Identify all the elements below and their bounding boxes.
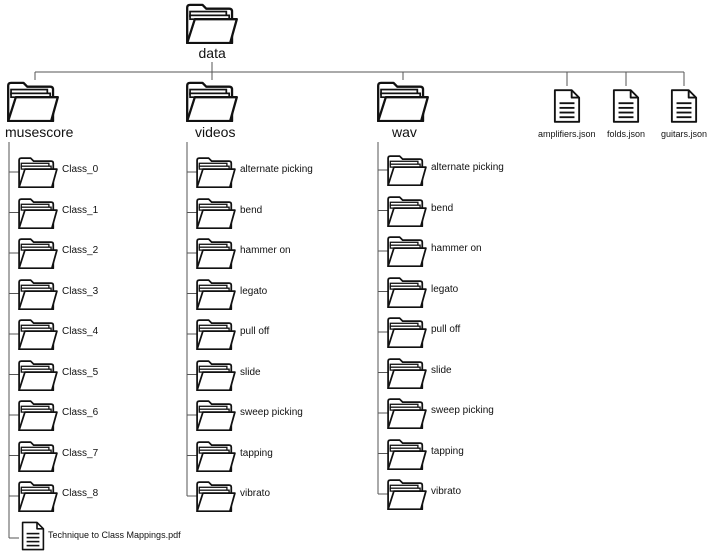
folder-icon[interactable] bbox=[386, 195, 428, 227]
json-file-label: folds.json bbox=[607, 129, 646, 139]
document-icon[interactable] bbox=[612, 88, 640, 124]
child-folder-label: slide bbox=[431, 364, 452, 376]
folder-icon[interactable] bbox=[386, 276, 428, 308]
child-folder-label: slide bbox=[240, 366, 261, 378]
child-folder-label: tapping bbox=[431, 445, 464, 457]
child-folder-label: alternate picking bbox=[240, 164, 313, 175]
folder-label-wav: wav bbox=[392, 124, 417, 140]
child-folder-label: pull off bbox=[240, 326, 270, 337]
child-folder-label: legato bbox=[240, 285, 268, 297]
folder-icon[interactable] bbox=[386, 357, 428, 389]
folder-label-videos: videos bbox=[195, 124, 236, 140]
json-file-label: amplifiers.json bbox=[538, 129, 596, 139]
child-folder-label: bend bbox=[431, 202, 454, 214]
folder-icon[interactable] bbox=[17, 197, 59, 229]
folder-icon[interactable] bbox=[195, 440, 237, 472]
folder-icon[interactable] bbox=[185, 80, 239, 123]
folder-icon[interactable] bbox=[195, 156, 237, 189]
folder-icon[interactable] bbox=[17, 237, 59, 270]
folder-label-musescore: musescore bbox=[5, 124, 74, 140]
document-icon[interactable] bbox=[21, 520, 45, 552]
child-folder-label: pull off bbox=[431, 324, 461, 335]
child-folder-label: sweep picking bbox=[431, 405, 494, 416]
child-folder-label: Class_7 bbox=[62, 447, 99, 459]
child-folder-label: Class_2 bbox=[62, 245, 99, 256]
child-folder-label: Class_8 bbox=[62, 488, 99, 499]
folder-icon[interactable] bbox=[195, 359, 237, 391]
folder-icon[interactable] bbox=[17, 359, 59, 391]
folder-icon[interactable] bbox=[386, 154, 428, 187]
file-label: Technique to Class Mappings.pdf bbox=[48, 530, 181, 540]
folder-icon[interactable] bbox=[17, 278, 59, 310]
child-folder-label: hammer on bbox=[240, 245, 291, 256]
folder-icon[interactable] bbox=[386, 478, 428, 511]
folder-icon[interactable] bbox=[386, 235, 428, 268]
child-folder-label: sweep picking bbox=[240, 407, 303, 418]
folder-icon[interactable] bbox=[376, 80, 430, 123]
child-folder-label: bend bbox=[240, 204, 263, 216]
child-folder-label: hammer on bbox=[431, 243, 482, 254]
child-folder-label: vibrato bbox=[431, 486, 462, 497]
child-folder-label: Class_3 bbox=[62, 285, 99, 297]
folder-icon[interactable] bbox=[17, 440, 59, 472]
document-icon[interactable] bbox=[553, 88, 581, 124]
child-folder-label: Class_5 bbox=[62, 366, 99, 378]
folder-icon[interactable] bbox=[17, 318, 59, 351]
child-folder-label: Class_6 bbox=[62, 407, 99, 418]
child-folder-label: Class_4 bbox=[62, 326, 99, 337]
folder-icon[interactable] bbox=[17, 399, 59, 432]
child-folder-label: alternate picking bbox=[431, 162, 504, 173]
folder-icon[interactable] bbox=[195, 318, 237, 351]
child-folder-label: vibrato bbox=[240, 488, 271, 499]
folder-icon[interactable] bbox=[386, 438, 428, 470]
child-folder-label: legato bbox=[431, 283, 459, 295]
child-folder-label: Class_0 bbox=[62, 164, 99, 175]
root-folder-label: data bbox=[198, 45, 226, 61]
child-folder-label: tapping bbox=[240, 447, 273, 459]
json-file-label: guitars.json bbox=[661, 129, 708, 139]
folder-icon[interactable] bbox=[17, 156, 59, 189]
folder-icon[interactable] bbox=[386, 397, 428, 430]
child-folder-label: Class_1 bbox=[62, 204, 99, 216]
folder-icon[interactable] bbox=[6, 80, 60, 123]
folder-icon[interactable] bbox=[17, 480, 59, 513]
document-icon[interactable] bbox=[670, 88, 698, 124]
folder-icon[interactable] bbox=[185, 2, 239, 45]
folder-icon[interactable] bbox=[195, 197, 237, 229]
folder-icon[interactable] bbox=[386, 316, 428, 349]
folder-icon[interactable] bbox=[195, 278, 237, 310]
folder-icon[interactable] bbox=[195, 399, 237, 432]
folder-icon[interactable] bbox=[195, 480, 237, 513]
folder-icon[interactable] bbox=[195, 237, 237, 270]
